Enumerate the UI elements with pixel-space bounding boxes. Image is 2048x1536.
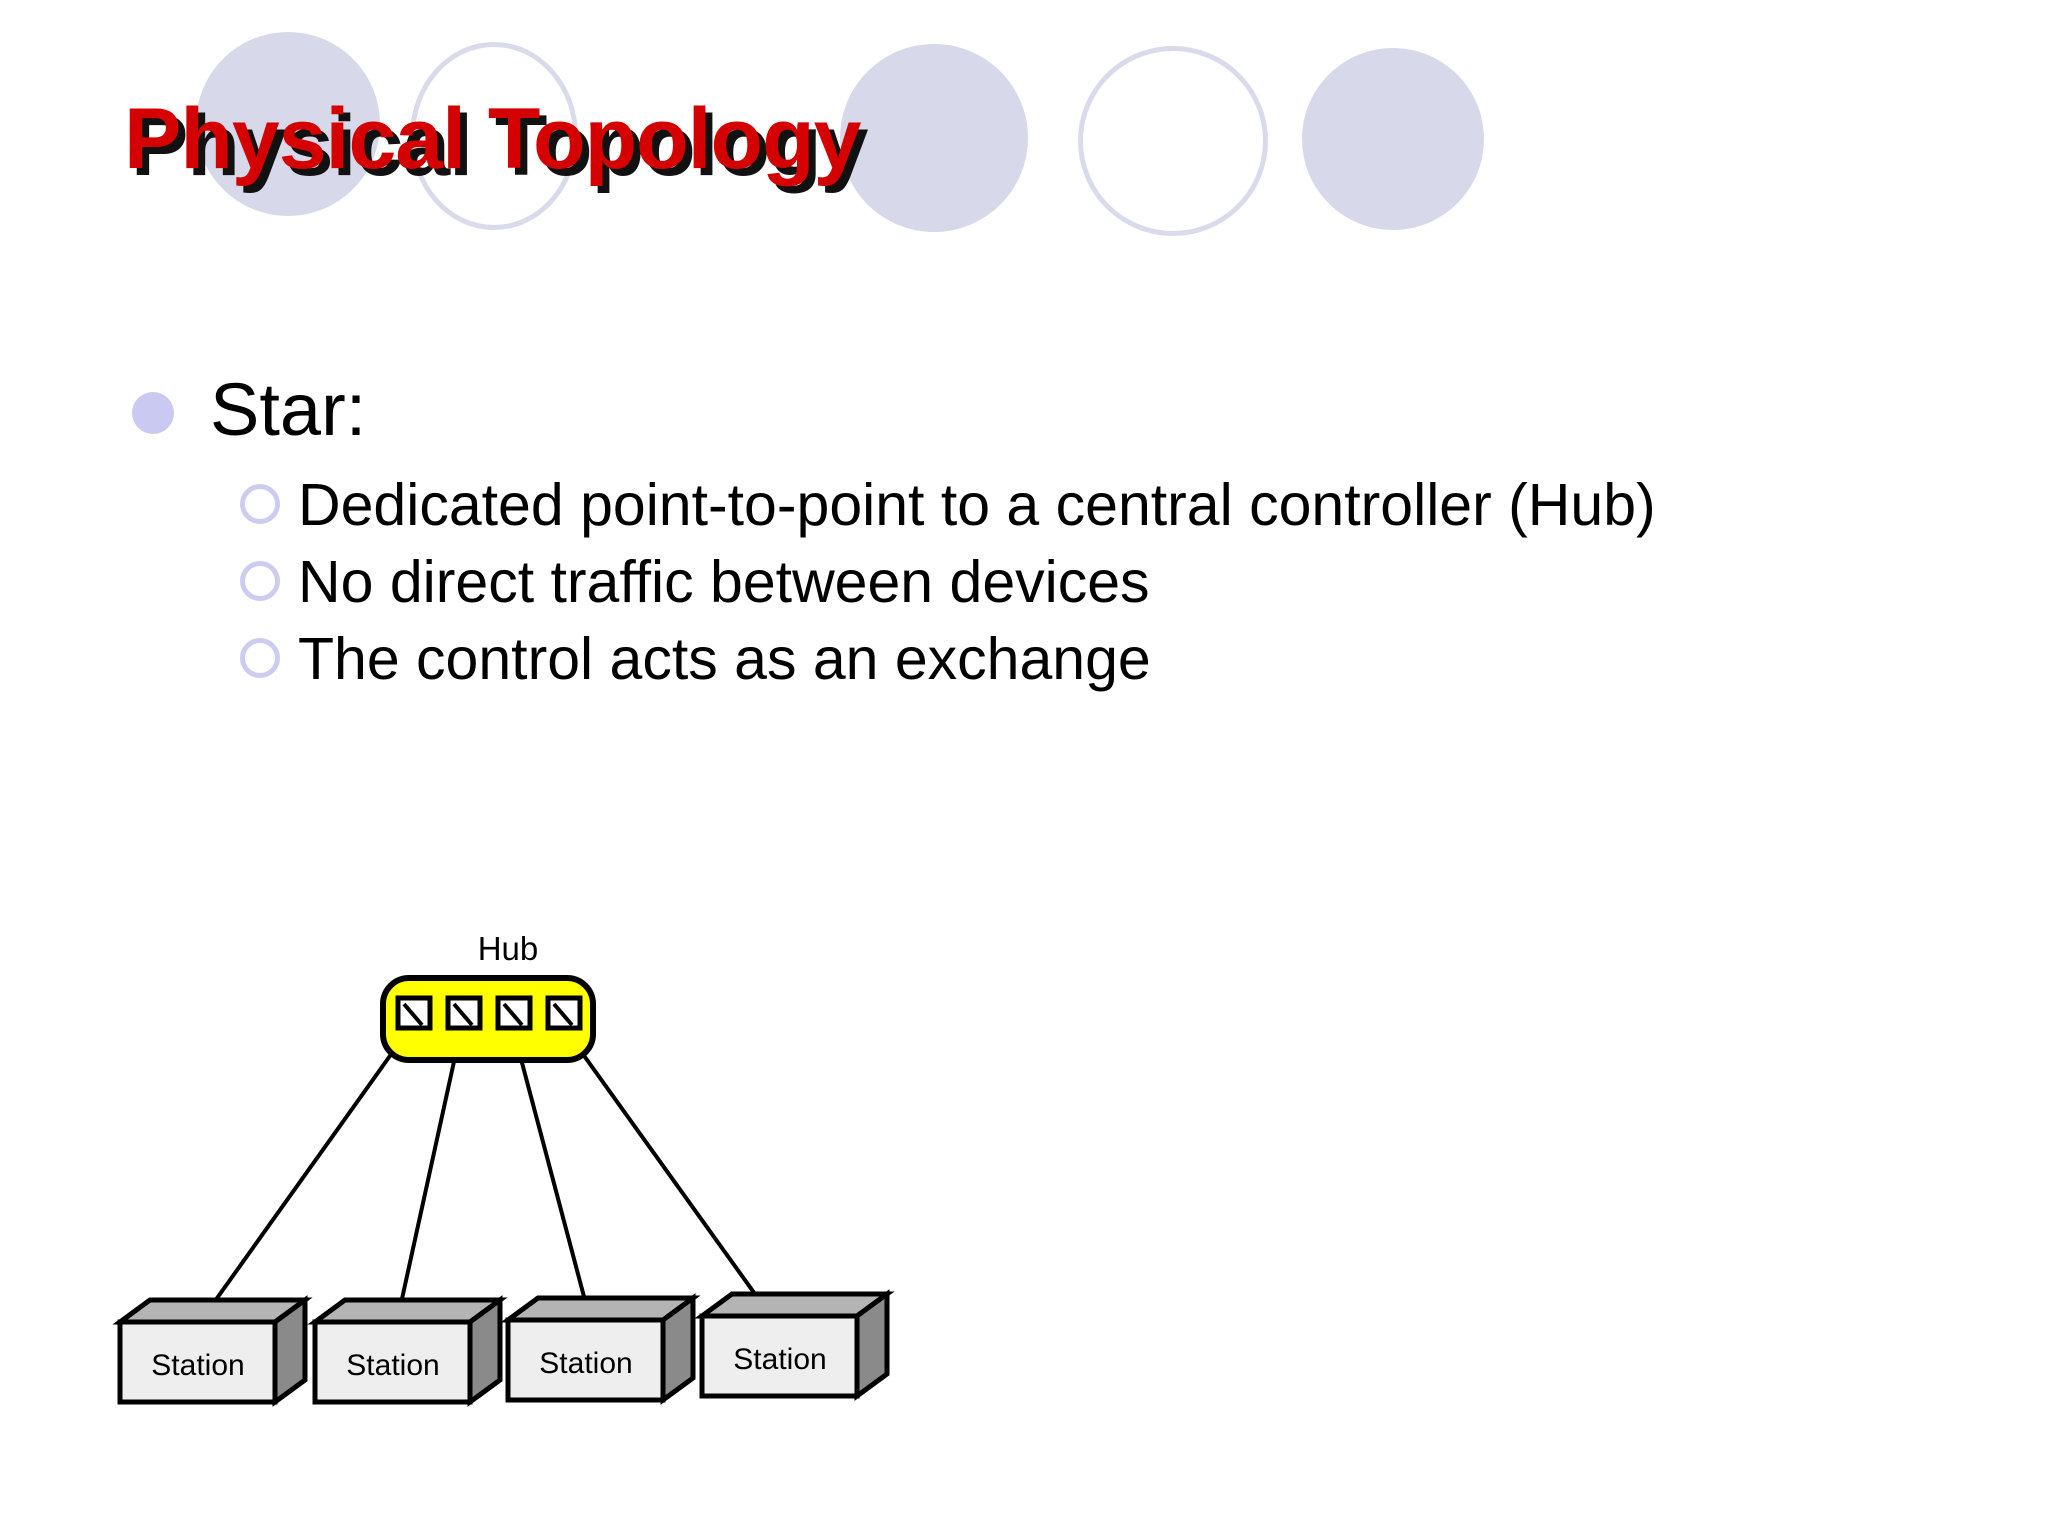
bullet-ring-icon bbox=[240, 483, 280, 524]
bullet-ring-icon bbox=[240, 638, 280, 679]
station-label: Station bbox=[151, 1349, 244, 1382]
page-title: Physical Topology bbox=[124, 91, 861, 187]
bullet-level2-item: The control acts as an exchange bbox=[0, 626, 1998, 693]
deco-circle-4 bbox=[1078, 46, 1268, 236]
deco-circle-3 bbox=[840, 44, 1028, 232]
station-label: Station bbox=[346, 1349, 439, 1382]
bullet-level2-label: No direct traffic between devices bbox=[298, 549, 1150, 616]
link-1 bbox=[208, 1023, 414, 1310]
station-box: Station bbox=[500, 1293, 701, 1405]
hub-port-stubs bbox=[402, 1002, 574, 1027]
bullet-level1-label: Star: bbox=[210, 368, 367, 451]
bullet-ring-icon bbox=[240, 561, 280, 602]
station-label: Station bbox=[733, 1343, 826, 1376]
hub-label: Hub bbox=[478, 930, 539, 967]
bullet-level2-item: No direct traffic between devices bbox=[0, 549, 1998, 616]
link-4 bbox=[560, 1023, 767, 1310]
link-3 bbox=[510, 1024, 589, 1309]
hub-body bbox=[380, 975, 596, 1063]
station-box: Station bbox=[307, 1295, 508, 1407]
link-2 bbox=[398, 1024, 464, 1309]
station-label: Station bbox=[539, 1347, 632, 1380]
bullet-level2-label: The control acts as an exchange bbox=[298, 626, 1151, 693]
bullet-level2-item: Dedicated point-to-point to a central co… bbox=[0, 472, 1998, 539]
bullet-level1-star: Star: bbox=[0, 370, 2048, 450]
hub-ports bbox=[395, 995, 583, 1031]
hub-station-links bbox=[208, 1023, 767, 1310]
slide-body: Star: Dedicated point-to-point to a cent… bbox=[0, 370, 2048, 704]
bullet-dot-icon bbox=[132, 392, 174, 434]
star-topology-diagram: Hub Station bbox=[110, 930, 1210, 1450]
bullet-level2-label: Dedicated point-to-point to a central co… bbox=[298, 471, 1656, 538]
station-box: Station bbox=[112, 1295, 313, 1407]
deco-circle-5 bbox=[1302, 48, 1484, 230]
station-box: Station bbox=[694, 1289, 895, 1401]
